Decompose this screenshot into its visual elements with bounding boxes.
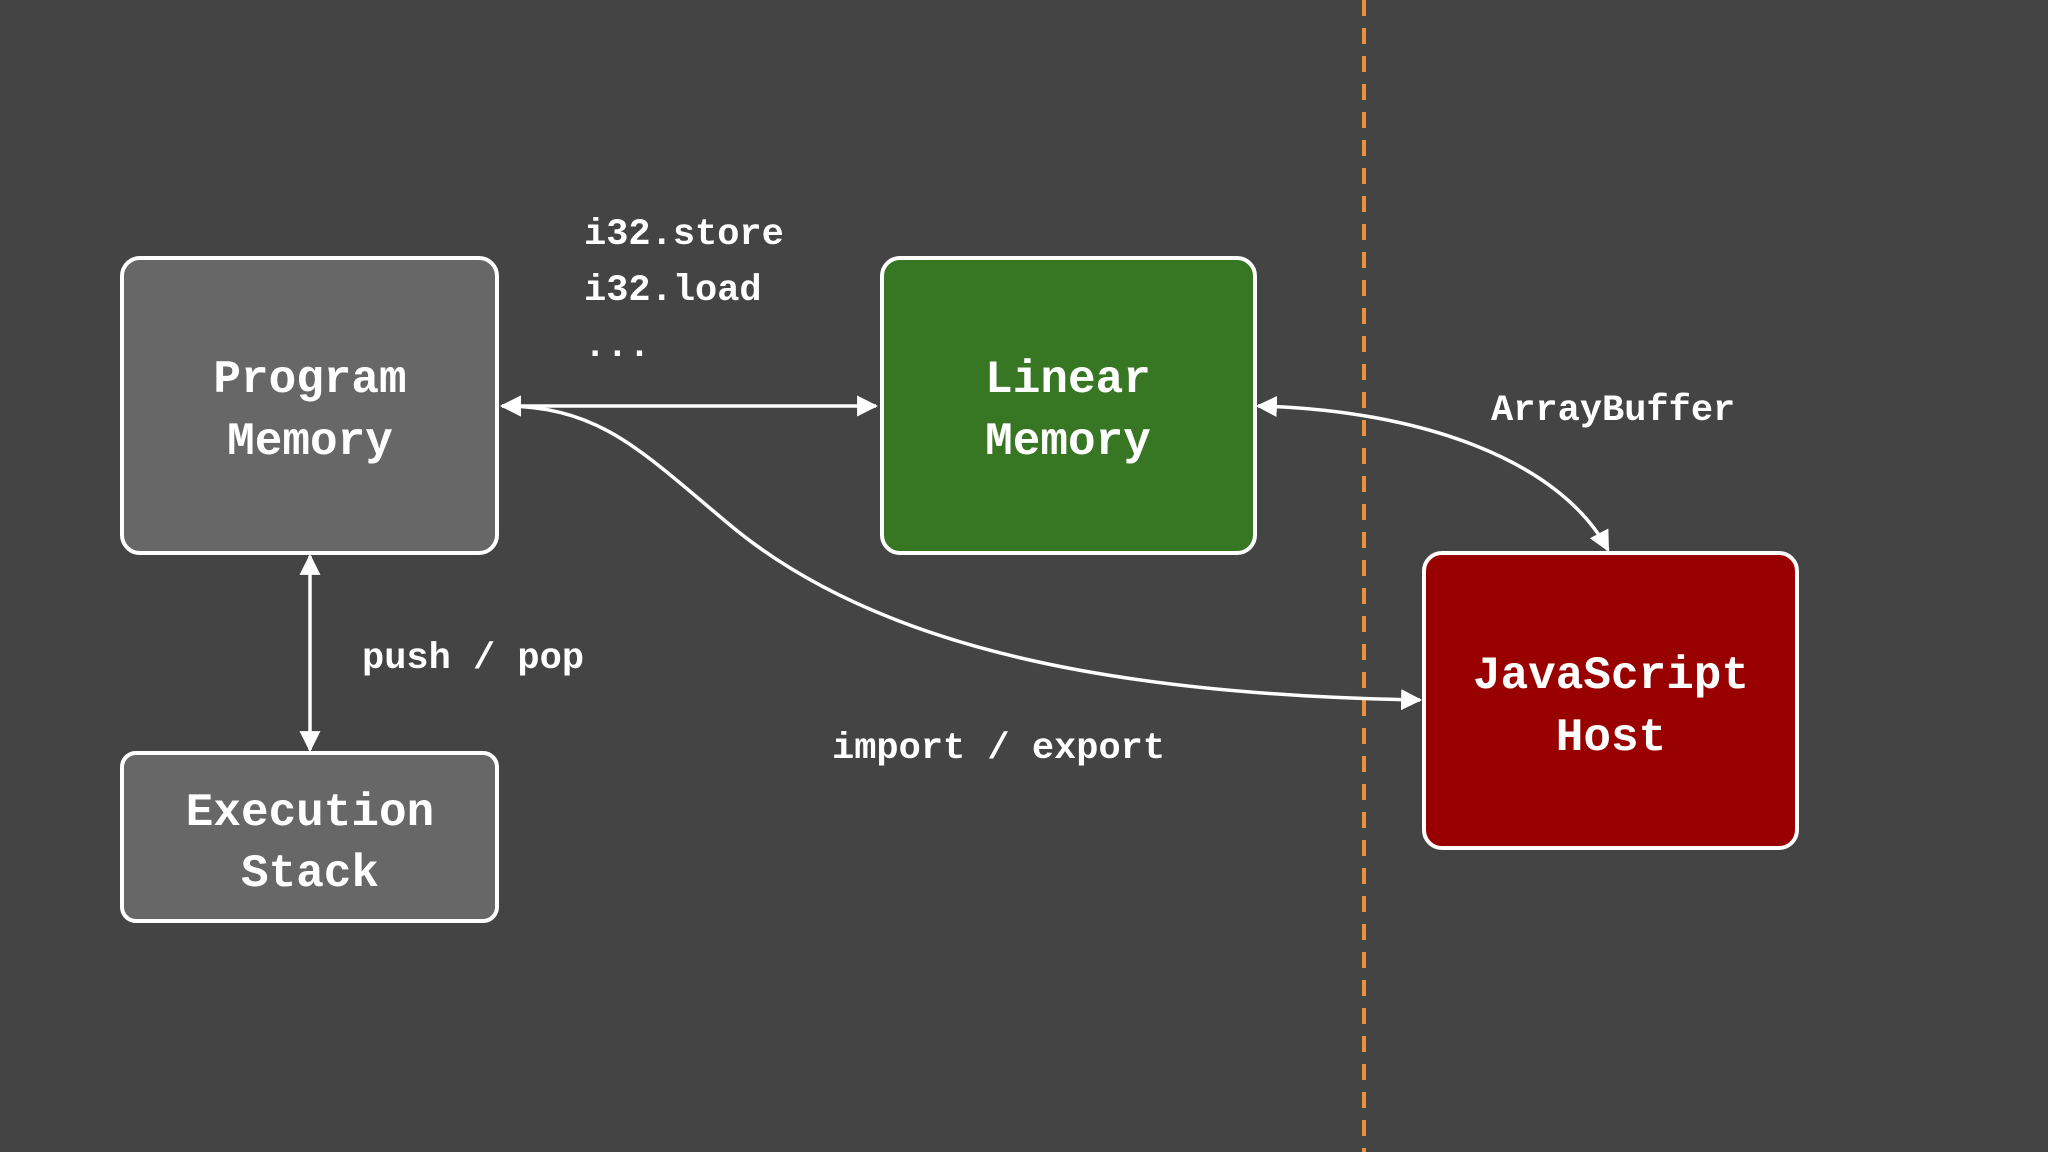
memory-ops-label-line3: ... [584, 326, 651, 368]
buffer-link-label: ArrayBuffer [1491, 390, 1735, 432]
program-memory-label-line1: Program [213, 354, 406, 406]
execution-stack-node: Execution Stack [120, 751, 499, 923]
program-host-connector [499, 395, 1423, 711]
javascript-host-label-line2: Host [1556, 712, 1666, 764]
memory-ops-label-line1: i32.store [584, 214, 784, 256]
linear-host-connector [1255, 395, 1610, 552]
linear-memory-label-line2: Memory [985, 416, 1151, 468]
stack-ops-label: push / pop [362, 638, 584, 680]
javascript-host-node: JavaScript Host [1422, 551, 1799, 850]
execution-stack-label-line2: Stack [241, 848, 379, 900]
javascript-host-box [1422, 551, 1799, 850]
linear-memory-node: Linear Memory [880, 256, 1257, 555]
javascript-host-label-line1: JavaScript [1473, 650, 1749, 702]
program-memory-node: Program Memory [120, 256, 499, 555]
memory-ops-label-line2: i32.load [584, 270, 762, 312]
execution-stack-label-line1: Execution [186, 787, 434, 839]
program-memory-label-line2: Memory [227, 416, 393, 468]
linear-memory-label-line1: Linear [985, 354, 1151, 406]
execution-stack-box [120, 751, 499, 923]
program-memory-box [120, 256, 499, 555]
host-link-label: import / export [832, 728, 1165, 770]
linear-memory-box [880, 256, 1257, 555]
